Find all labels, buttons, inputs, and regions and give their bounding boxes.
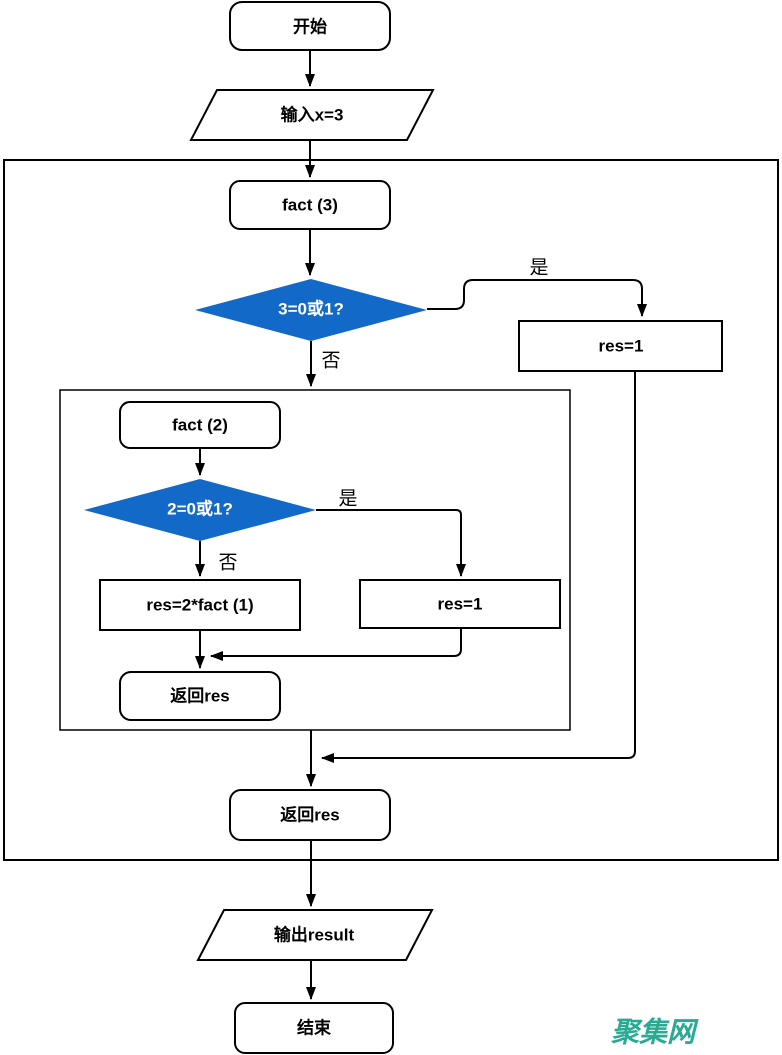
decision1-shape <box>195 279 427 341</box>
fact3-node: fact (3) <box>229 180 391 230</box>
input-shape <box>189 89 435 141</box>
return-outer-node: 返回res <box>229 789 391 841</box>
return-inner-label: 返回res <box>170 687 230 706</box>
decision2-yes-label: 是 <box>338 489 357 510</box>
res2fact-shape <box>99 579 301 631</box>
decision1-yes-label: 是 <box>529 258 548 279</box>
res1-outer-shape <box>518 320 723 372</box>
return-inner-shape <box>119 671 281 721</box>
edge-res1-outer-to-merge <box>321 371 636 763</box>
output-label: 输出result <box>274 925 355 945</box>
fact3-label: fact (3) <box>282 196 338 215</box>
decision2-shape <box>84 479 316 541</box>
res1-outer-label: res=1 <box>599 337 644 356</box>
end-label: 结束 <box>297 1018 331 1038</box>
decision2-no-label: 否 <box>218 553 237 574</box>
fact2-label: fact (2) <box>172 416 228 435</box>
start-shape <box>229 1 391 51</box>
res1-inner-label: res=1 <box>438 595 483 614</box>
res1-inner-node: res=1 <box>359 579 561 629</box>
decision1-node: 3=0或1? <box>195 279 427 341</box>
inner-container-box <box>59 389 571 731</box>
decision1-label: 3=0或1? <box>278 299 344 319</box>
input-label: 输入x=3 <box>281 105 344 125</box>
fact2-shape <box>119 401 281 449</box>
end-shape <box>234 1002 394 1054</box>
decision2-label: 2=0或1? <box>167 499 233 519</box>
return-inner-node: 返回res <box>119 671 281 721</box>
input-node: 输入x=3 <box>189 89 435 141</box>
end-node: 结束 <box>234 1002 394 1054</box>
edge-decision1-yes-to-res1 <box>427 279 647 317</box>
output-shape <box>196 909 434 961</box>
edge-res1-inner-to-merge <box>210 628 462 661</box>
start-node: 开始 <box>229 1 391 51</box>
return-outer-shape <box>229 789 391 841</box>
res1-inner-shape <box>359 579 561 629</box>
res2fact-label: res=2*fact (1) <box>146 596 253 615</box>
res2fact-node: res=2*fact (1) <box>99 579 301 631</box>
res1-outer-node: res=1 <box>518 320 723 372</box>
fact3-shape <box>229 180 391 230</box>
start-label: 开始 <box>293 17 327 37</box>
return-outer-label: 返回res <box>280 806 340 825</box>
decision1-no-label: 否 <box>321 351 340 372</box>
fact2-node: fact (2) <box>119 401 281 449</box>
outer-container-box <box>3 159 779 861</box>
output-node: 输出result <box>196 909 434 961</box>
watermark-logo: 聚集网 <box>610 1017 699 1048</box>
decision2-node: 2=0或1? <box>84 479 316 541</box>
edge-decision2-yes-to-res1-inner <box>316 509 466 577</box>
